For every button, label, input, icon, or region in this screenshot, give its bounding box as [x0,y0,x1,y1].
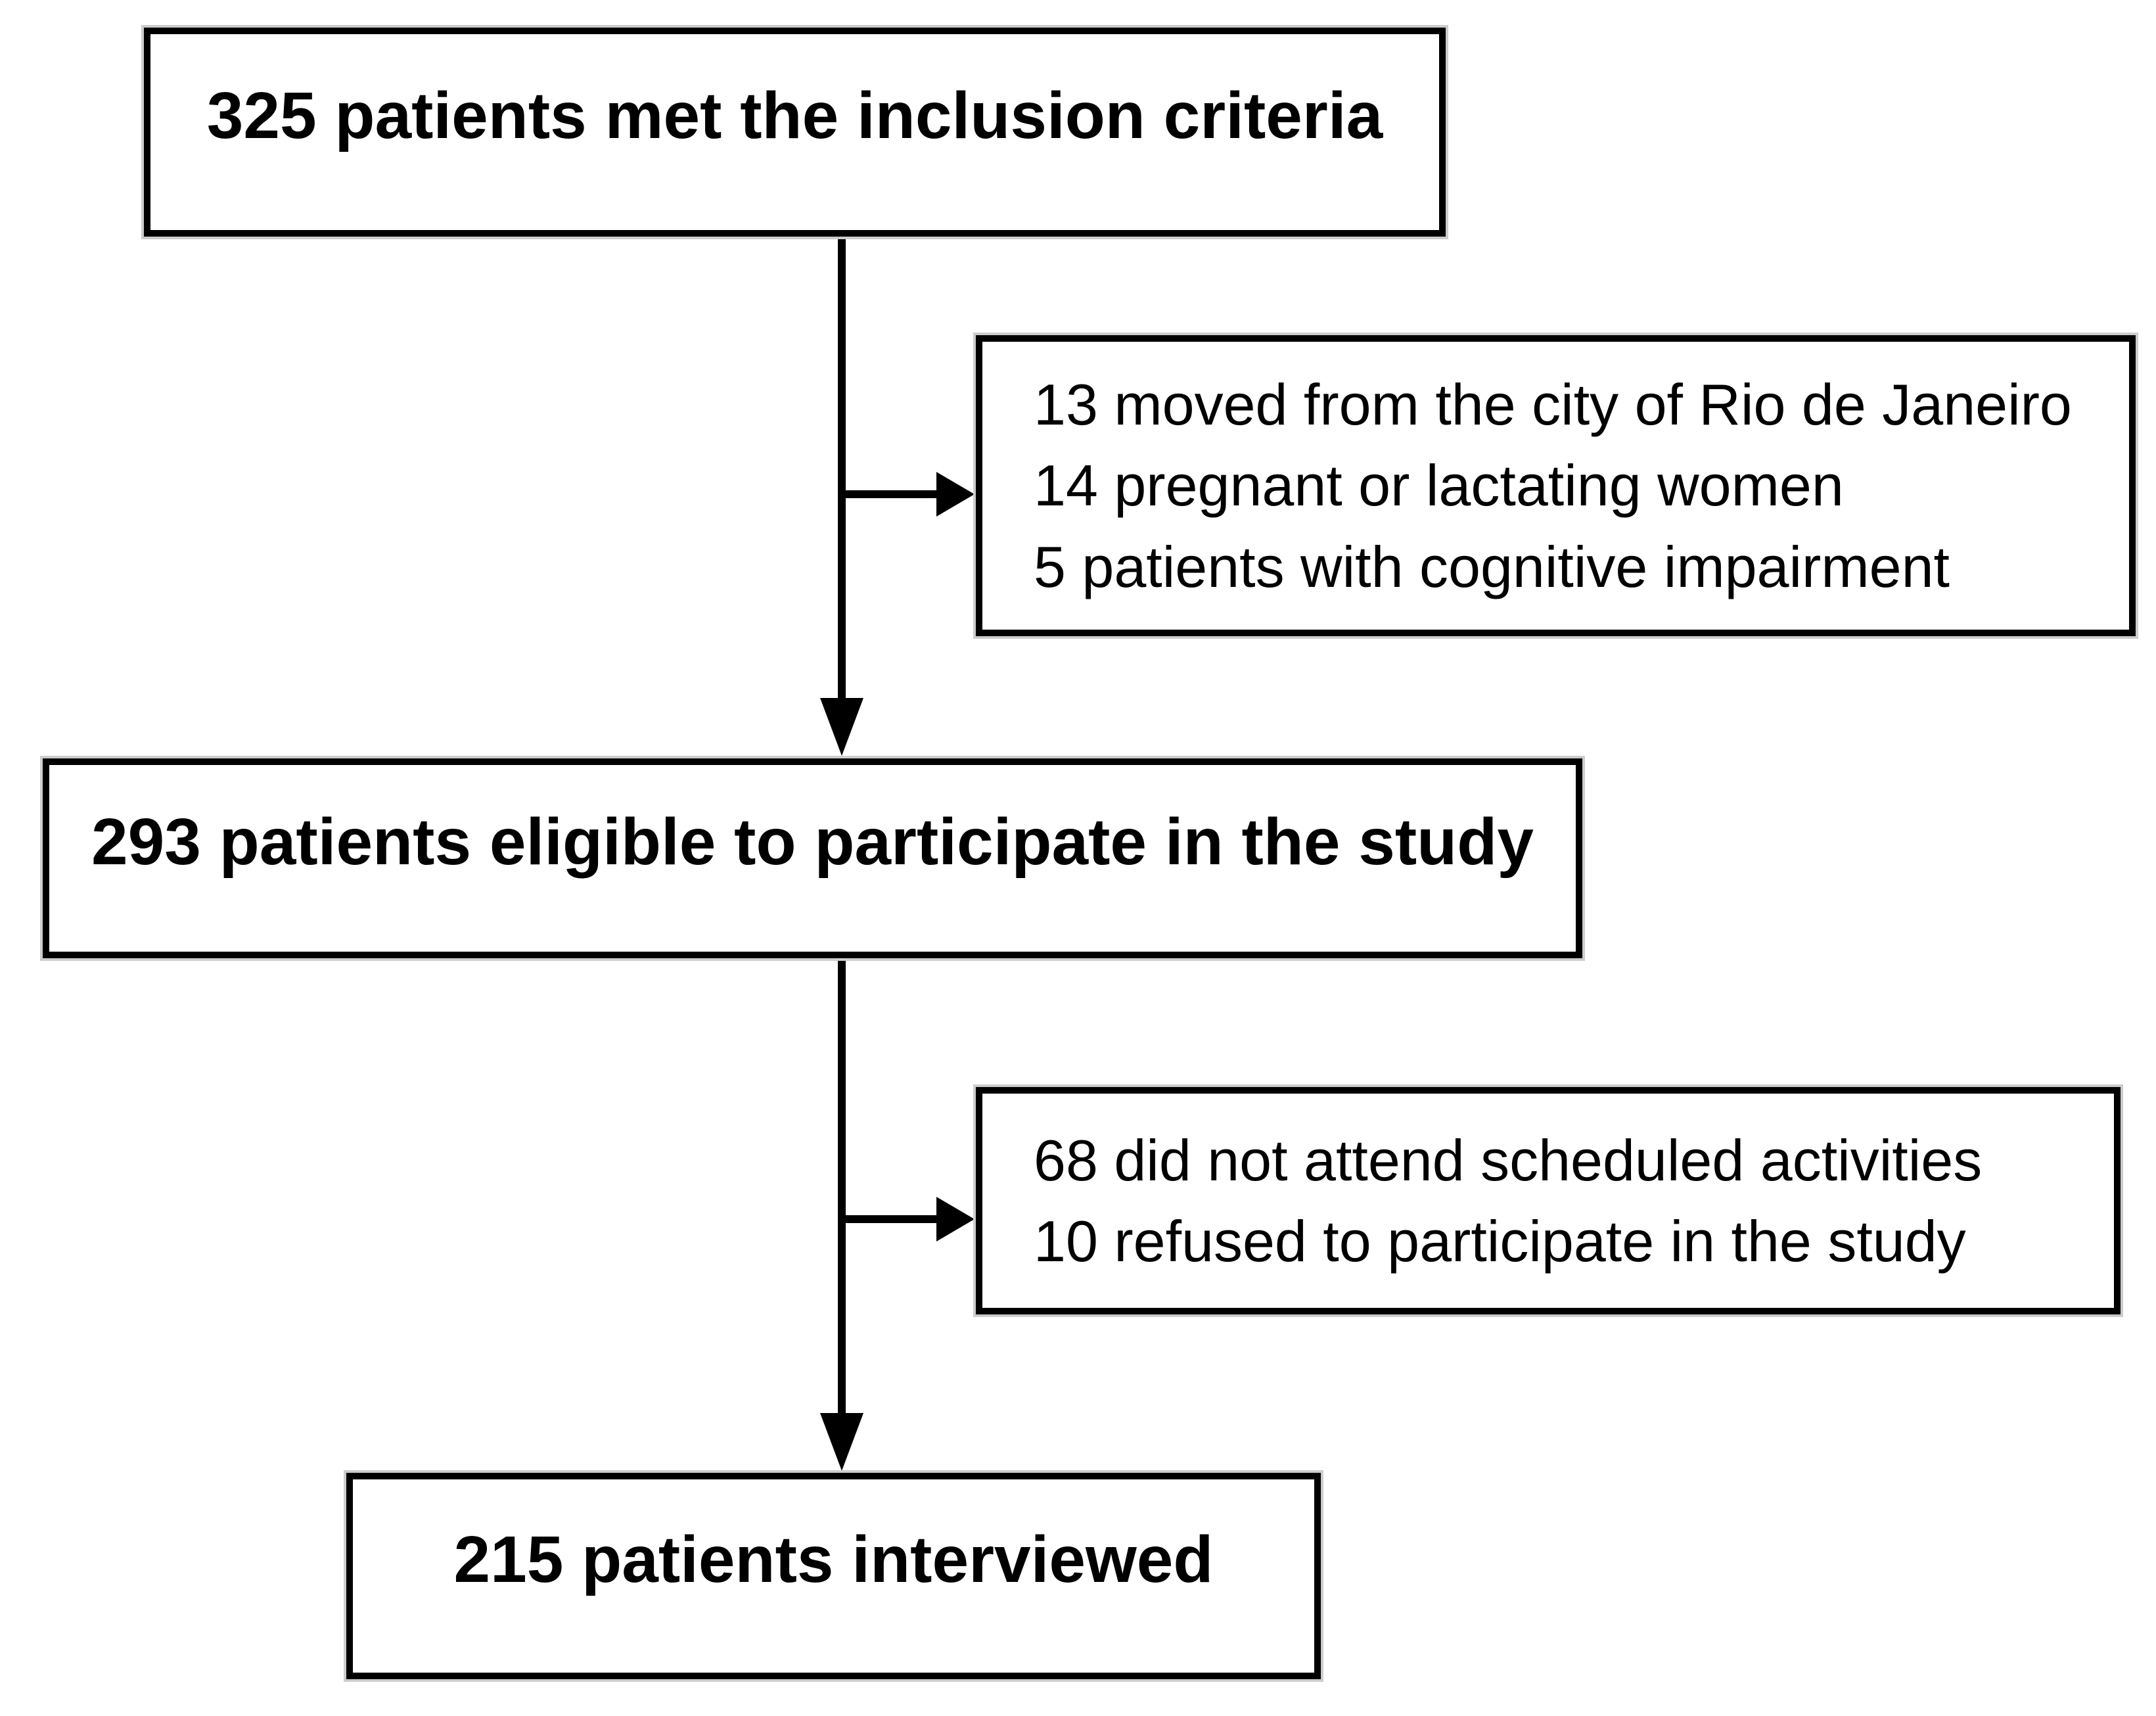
exclusion-line: 68 did not attend scheduled activities [1034,1127,1983,1193]
arrow-inclusion-to-eligible [820,231,863,756]
arrow-branch-to-exclusions-2 [842,1197,975,1241]
box-interviewed-patients: 215 patients interviewed [346,1473,1321,1679]
exclusion-line: 10 refused to participate in the study [1034,1209,1966,1274]
arrow-eligible-to-interviewed [820,954,863,1471]
box-exclusions-before-interview: 68 did not attend scheduled activities 1… [976,1087,2121,1314]
arrow-branch-to-exclusions-1 [842,472,975,517]
exclusion-line: 13 moved from the city of Rio de Janeiro [1034,372,2072,438]
exclusion-line: 14 pregnant or lactating women [1034,453,1844,519]
box-inclusion-criteria: 325 patients met the inclusion criteria [144,28,1446,237]
box-exclusions-before-eligibility: 13 moved from the city of Rio de Janeiro… [976,335,2136,636]
box-inclusion-criteria-label: 325 patients met the inclusion criteria [206,78,1383,152]
box-eligible-patients-label: 293 patients eligible to participate in … [91,804,1534,879]
box-interviewed-patients-label: 215 patients interviewed [453,1522,1214,1596]
exclusion-line: 5 patients with cognitive impairment [1034,534,1950,599]
box-eligible-patients: 293 patients eligible to participate in … [43,758,1582,958]
